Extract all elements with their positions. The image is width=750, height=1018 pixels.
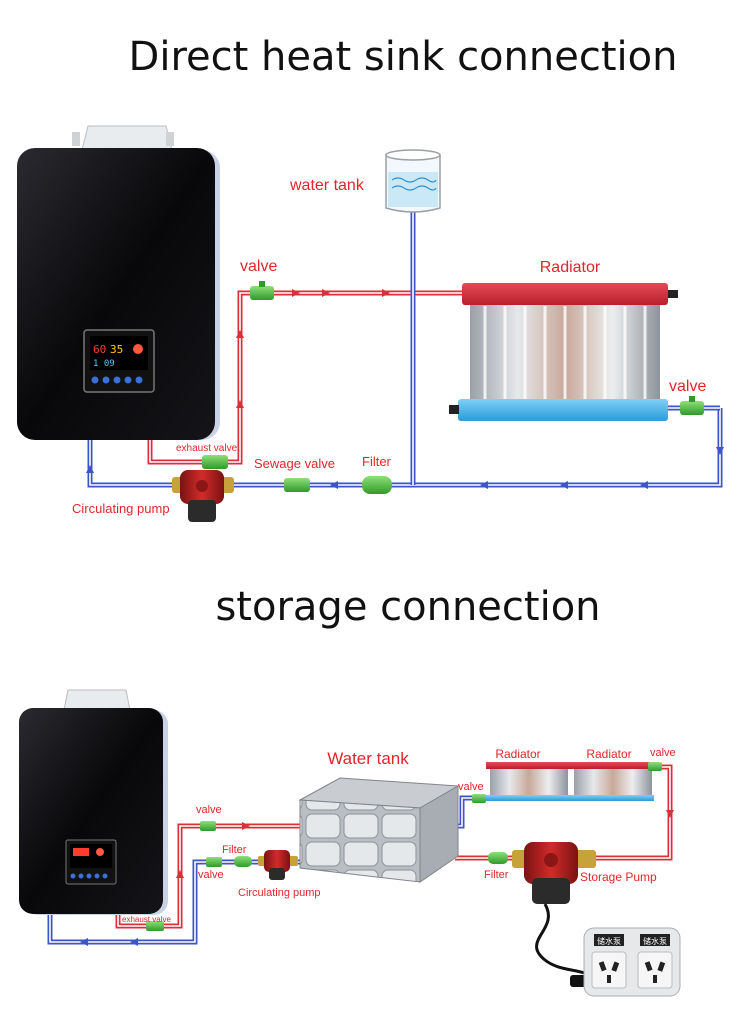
label-radiator: Radiator	[540, 259, 601, 276]
display-temp-right: 35	[110, 343, 123, 356]
label-radiator-right: Radiator	[586, 747, 631, 761]
boiler-control-buttons	[91, 376, 143, 384]
label-circulating-pump-2: Circulating pump	[238, 887, 321, 899]
flame-icon	[133, 344, 143, 354]
label-valve-upper: valve	[196, 804, 222, 816]
diagram2-water-tank: Water tank	[298, 749, 460, 883]
label-valve-top: valve	[240, 258, 277, 275]
display-temp-left: 60	[93, 343, 106, 356]
diagram1-water-tank: water tank	[289, 149, 441, 213]
diagram1-pipes	[86, 210, 724, 489]
label-circulating-pump: Circulating pump	[72, 501, 170, 516]
socket-label-left: 储水泵	[597, 936, 621, 946]
label-water-tank-2: Water tank	[327, 749, 409, 768]
valve-right	[680, 396, 704, 415]
socket-panel: 储水泵 储水泵	[583, 927, 681, 997]
filter-1	[362, 476, 392, 494]
valve-top	[250, 281, 274, 300]
display-time: 1 09	[93, 359, 115, 369]
diagram2-boiler	[19, 689, 168, 915]
diagram1-title: Direct heat sink connection	[129, 34, 678, 80]
filter-right	[488, 852, 508, 864]
valve-lower	[206, 857, 222, 867]
label-valve-right: valve	[669, 378, 706, 395]
filter-left	[234, 856, 252, 867]
label-storage-pump: Storage Pump	[580, 870, 657, 884]
power-cord	[535, 903, 597, 980]
diagram2-radiator-left	[486, 762, 570, 801]
flame-icon	[96, 848, 104, 856]
diagram2-title: storage connection	[215, 584, 600, 630]
label-radiator-left: Radiator	[495, 747, 540, 761]
diagram2-radiator-right	[570, 762, 660, 801]
socket-label-right: 储水泵	[643, 936, 667, 946]
label-sewage-valve: Sewage valve	[254, 456, 335, 471]
circulating-pump-2	[258, 850, 298, 880]
label-valve-lower: valve	[198, 869, 224, 881]
label-exhaust-valve-2: exhaust valve	[122, 915, 171, 924]
label-valve-rad-top: valve	[650, 747, 676, 759]
valve-rad-top	[648, 762, 662, 771]
label-valve-rad-left: valve	[458, 781, 484, 793]
circulating-pump-1	[172, 470, 234, 522]
exhaust-valve-2	[146, 921, 164, 931]
valve-upper	[200, 821, 216, 831]
valve-rad-left	[472, 794, 486, 803]
label-filter-right: Filter	[484, 869, 509, 881]
storage-pump	[512, 842, 596, 904]
sewage-valve	[284, 478, 310, 492]
label-exhaust-valve: exhaust valve	[176, 443, 238, 454]
label-filter-left: Filter	[222, 844, 247, 856]
exhaust-valve	[202, 455, 228, 469]
diagram1-boiler: 60 35 1 09	[17, 125, 220, 440]
diagram1-radiator: Radiator	[449, 259, 678, 421]
label-water-tank: water tank	[289, 177, 365, 194]
label-filter: Filter	[362, 454, 392, 469]
